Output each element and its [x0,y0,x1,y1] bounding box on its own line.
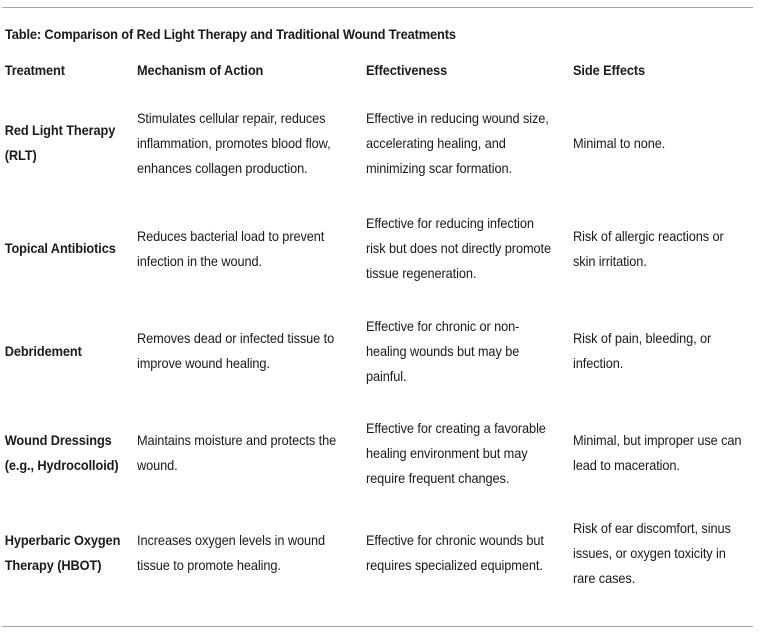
table-row: Red Light Therapy (RLT) Stimulates cellu… [0,90,766,196]
table-row: Hyperbaric Oxygen Therapy (HBOT) Increas… [0,505,766,601]
cell-mechanism: Increases oxygen levels in wound tissue … [137,533,326,573]
column-header-treatment: Treatment [4,63,65,78]
cell-side-effects: Risk of ear discomfort, sinus issues, or… [573,520,731,586]
cell-side-effects: Minimal, but improper use can lead to ma… [573,433,742,473]
cell-mechanism: Stimulates cellular repair, reduces infl… [137,110,331,176]
top-rule [2,7,753,8]
cell-side-effects: Risk of allergic reactions or skin irrit… [573,228,724,269]
cell-mechanism: Maintains moisture and protects the woun… [137,433,337,473]
cell-mechanism: Reduces bacterial load to prevent infect… [137,228,325,269]
cell-effectiveness: Effective in reducing wound size, accele… [366,110,549,176]
cell-treatment: Wound Dressings (e.g., Hydrocolloid) [4,433,119,473]
table-header-row: Treatment Mechanism of Action Effectiven… [0,62,766,90]
cell-treatment: Topical Antibiotics [4,241,116,256]
table-row: Wound Dressings (e.g., Hydrocolloid) Mai… [0,401,766,505]
cell-treatment: Debridement [4,343,82,359]
cell-effectiveness: Effective for creating a favorable heali… [366,420,546,486]
comparison-table: Treatment Mechanism of Action Effectiven… [0,62,766,601]
column-header-effectiveness: Effectiveness [366,63,448,78]
table-row: Topical Antibiotics Reduces bacterial lo… [0,196,766,301]
column-header-mechanism: Mechanism of Action [137,63,264,78]
cell-mechanism: Removes dead or infected tissue to impro… [137,331,335,371]
cell-effectiveness: Effective for reducing infection risk bu… [366,216,552,281]
table-title: Table: Comparison of Red Light Therapy a… [5,27,456,42]
cell-side-effects: Risk of pain, bleeding, or infection. [573,331,712,371]
cell-side-effects: Minimal to none. [573,135,666,151]
cell-treatment: Hyperbaric Oxygen Therapy (HBOT) [4,533,121,573]
cell-effectiveness: Effective for chronic or non-healing wou… [366,318,520,384]
cell-treatment: Red Light Therapy (RLT) [4,123,116,163]
table-row: Debridement Removes dead or infected tis… [0,301,766,401]
bottom-rule [2,626,753,627]
column-header-side-effects: Side Effects [573,63,646,78]
cell-effectiveness: Effective for chronic wounds but require… [366,533,544,573]
